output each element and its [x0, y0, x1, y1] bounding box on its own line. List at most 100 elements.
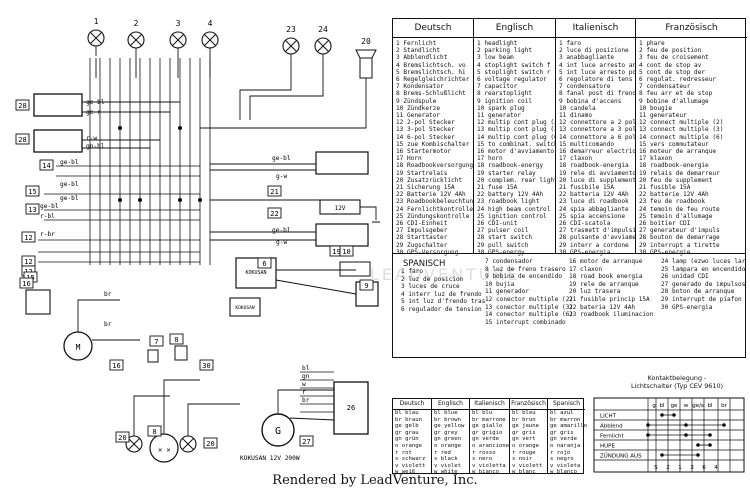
component-number-label: 28 — [18, 136, 26, 144]
color-entry: r rot — [395, 449, 412, 456]
legend-item: 11 dinamo — [559, 112, 593, 120]
color-entry: v violett — [395, 462, 426, 469]
spanish-item: 8 luz de freno trasero — [485, 265, 566, 273]
color-column-header: Französisch — [510, 399, 547, 410]
component-number-label-box — [109, 359, 124, 371]
component-number-label-box — [39, 159, 54, 171]
spanish-item: 5 int luz d'frendo tras — [401, 298, 486, 306]
legend-item: 25 ignition control — [477, 212, 547, 220]
junction-dot — [118, 126, 122, 130]
color-entry: br brun — [512, 416, 536, 423]
legend-item: 10 candela — [559, 104, 596, 112]
spanish-item: 22 bateria 12V 4Ah — [569, 303, 636, 311]
junction-dot — [118, 198, 122, 202]
legend-item: 20 luce di supplement — [559, 176, 635, 184]
legend-item: 14 6-pol Stecker — [396, 133, 455, 141]
component-number-label-box — [203, 437, 218, 449]
color-entry: r rojo — [550, 449, 571, 456]
spanish-item: 14 conector multiple (6) — [485, 311, 574, 319]
component-number-label: 16 — [112, 362, 120, 370]
spanish-item: 12 conector multiple (2) — [485, 295, 574, 303]
wire-label: r — [302, 389, 306, 396]
color-entry: r red — [434, 449, 451, 456]
legend-item: 17 horn — [477, 155, 503, 163]
spanish-item: 30 GPS-energia — [661, 303, 713, 311]
component-brand-label: KOKUSAN — [235, 305, 255, 311]
component-number-label-box — [115, 431, 130, 443]
switch-title-line: Lichtschalter (Typ CEV 9610) — [630, 382, 724, 390]
roadbook-light-icon — [315, 151, 369, 175]
color-entry: gr gris — [550, 429, 574, 436]
legend-item: 9 Zündspule — [396, 97, 437, 105]
switch-footer-label: 3 — [690, 465, 694, 471]
legend-item: 21 fusibile 15A — [559, 184, 615, 192]
legend-item: 24 Fernlichtkontrolle — [396, 205, 473, 213]
color-entry: ge jaune — [512, 423, 539, 430]
legend-item: 9 bobine d'allumage — [639, 97, 709, 105]
legend-item: 15 zue Kombischalter — [396, 140, 470, 148]
cdi-unit-icon — [333, 381, 369, 435]
component-number-label-box — [199, 359, 214, 371]
color-entry: bl blu — [472, 410, 493, 416]
legend-item: 24 temoin de feu route — [639, 205, 720, 213]
legend-item: 16 demarreur electrique — [559, 148, 635, 156]
component-number-label: 13 — [28, 206, 36, 214]
junction-dot — [138, 198, 142, 202]
legend-item: 27 generateur d'impuls — [639, 227, 720, 235]
color-entry: o arancione — [472, 442, 510, 449]
legend-item: 24 high beam control — [477, 205, 551, 213]
generator-spec-label: KOKUSAN 12V 200W — [240, 455, 300, 462]
legend-item: 15 multicomando — [559, 140, 615, 148]
legend-item: 24 spia abbagliante — [559, 205, 629, 213]
legend-item: 8 feu arr et de stop — [639, 90, 713, 98]
footer-credit: Rendered by LeadVenture, Inc. — [272, 473, 478, 488]
legend-item: 19 relais de demarreur — [639, 169, 720, 177]
legend-item: 30 GPS-Versorgung — [396, 248, 459, 256]
color-entry: bl azul — [550, 410, 574, 416]
legend-item: 5 int luce arresto post — [559, 68, 635, 76]
wire-label: r-bl — [40, 213, 55, 220]
spanish-item: 25 lampara en encendido — [661, 265, 746, 273]
battery-voltage-label: 12V — [335, 205, 346, 212]
switch-row-label: Fernlicht — [600, 434, 624, 440]
switch-footer-label: 2 — [666, 465, 670, 471]
component-number-label-box — [15, 133, 30, 145]
legend-column-header: Englisch — [474, 19, 555, 38]
legend-item: 4 Bremslichtsch. vo — [396, 61, 466, 69]
wire-label: bl — [302, 365, 310, 372]
wire-label: ge-r — [86, 109, 101, 116]
spanish-item: 27 generado de impulsos — [661, 280, 746, 288]
legend-item: 28 Starttaster — [396, 234, 448, 242]
starter-motor-label: M — [76, 343, 81, 352]
color-entry: w white — [434, 469, 458, 476]
legend-item: 13 multip cont plug (3) — [477, 126, 555, 134]
wire — [289, 417, 335, 421]
legend-item: 13 3-pol Stecker — [396, 126, 455, 134]
component-number-label: 14 — [42, 162, 50, 170]
spanish-item: 26 unidad CDI — [661, 273, 709, 281]
component-number-label: 3 — [176, 19, 181, 28]
legend-item: 25 spia accensione — [559, 212, 626, 220]
legend-item: 19 rele di avviamento — [559, 169, 635, 177]
legend-item: 22 Batterie 12V 4Ah — [396, 191, 466, 199]
legend-item: 5 Bremslichtsch. hi — [396, 68, 466, 76]
legend-item: 2 luce di posizione — [559, 47, 629, 55]
legend-item: 6 regolatore di tens — [559, 76, 633, 84]
component-number-label-box — [267, 207, 282, 219]
wire-label: br — [302, 397, 310, 404]
legend-item: 18 roadbook-energia — [559, 162, 629, 170]
color-entry: ge gelb — [395, 423, 419, 430]
legend-item: 8 rearstoplight — [477, 90, 533, 98]
wire — [200, 78, 367, 129]
legend-item: 13 connect multiple (3) — [639, 126, 724, 134]
rear-lamp-icon-x2 — [182, 438, 194, 450]
legend-item: 27 Impulsgeber — [396, 227, 448, 235]
wire-label: g-w — [276, 173, 287, 180]
